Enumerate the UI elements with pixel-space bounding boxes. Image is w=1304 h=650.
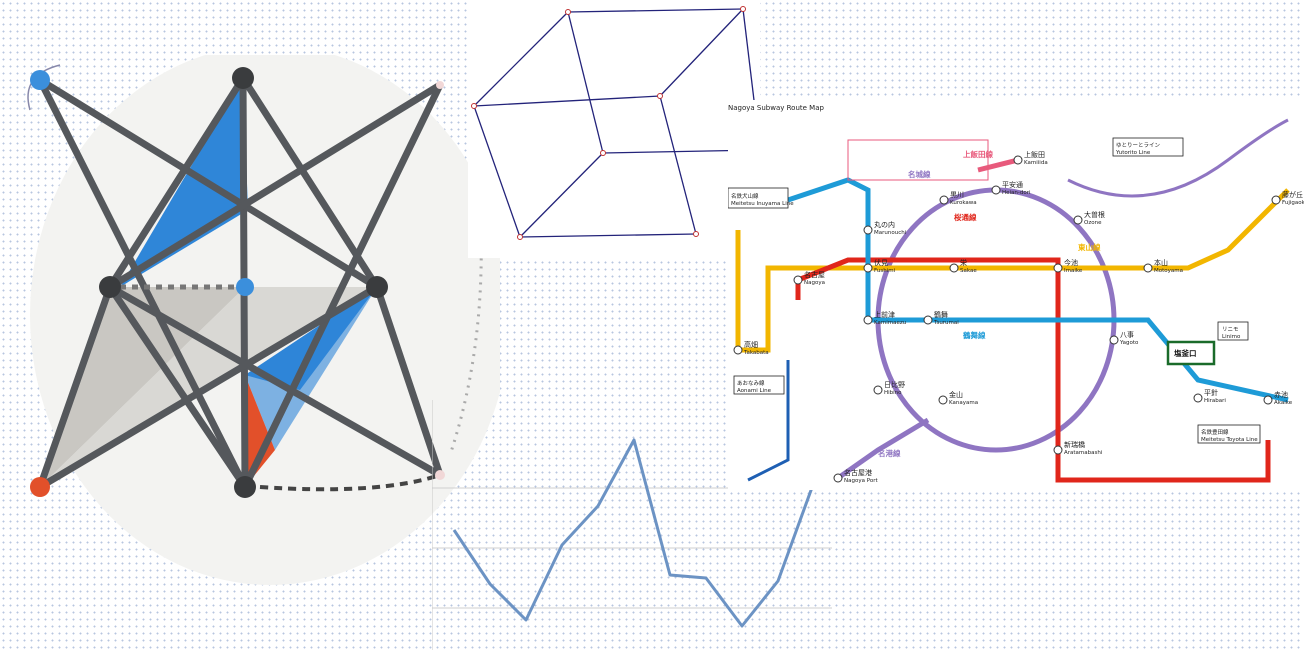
- station-label-heiandori: 平安通: [1002, 180, 1023, 189]
- station-en-kamimaezu: Kamimaezu: [874, 320, 906, 326]
- station-label-takabata: 高畑: [744, 340, 758, 349]
- vertex-bottom: [234, 476, 256, 498]
- station-en-akaike: Akaike: [1274, 400, 1293, 406]
- higashiyama-line-label: 東山線: [1078, 242, 1101, 252]
- station-label-marunouchi: 丸の内: [874, 220, 895, 229]
- station-marker-aratamabashi[interactable]: [1054, 446, 1062, 454]
- station-label-fushimi: 伏見: [874, 258, 888, 267]
- station-marker-kamiiida[interactable]: [1014, 156, 1022, 164]
- wireframe-cube: [468, 0, 760, 258]
- station-en-yagoto: Yagoto: [1119, 340, 1139, 346]
- linimo-label: リニモ: [1222, 326, 1239, 333]
- highlighted-station-label: 塩釜口: [1174, 348, 1197, 358]
- linimo-en: Linimo: [1222, 334, 1241, 340]
- station-en-nagoya: Nagoya: [804, 280, 825, 286]
- station-en-fushimi: Fushimi: [874, 268, 896, 274]
- station-label-sakae: 栄: [960, 258, 967, 267]
- station-en-tsurumai: Tsurumai: [933, 320, 959, 326]
- station-marker-motoyama[interactable]: [1144, 264, 1152, 272]
- station-label-imaike: 今池: [1064, 258, 1078, 267]
- station-marker-kanayama[interactable]: [939, 396, 947, 404]
- station-label-tsurumai: 鶴舞: [934, 310, 948, 319]
- vertex-blue-center: [236, 278, 254, 296]
- station-label-ozone: 大曽根: [1084, 210, 1105, 219]
- subway-route-map: Nagoya Subway Route Map 上飯田線 名城線 桜通線 東山線…: [728, 100, 1304, 490]
- station-en-kurokawa: Kurokawa: [950, 200, 977, 206]
- meitetsu-inuyama-label: 名鉄犬山線: [731, 192, 759, 200]
- cube-edges: [474, 9, 760, 237]
- station-en-hibino: Hibino: [884, 390, 902, 396]
- station-marker-kurokawa[interactable]: [940, 196, 948, 204]
- vertex-left: [99, 276, 121, 298]
- meitetsu-inuyama-en: Meitetsu Inuyama Line: [731, 201, 794, 207]
- vertex-faint-top-right: [436, 81, 444, 89]
- station-marker-takabata[interactable]: [734, 346, 742, 354]
- station-en-motoyama: Motoyama: [1154, 268, 1183, 274]
- station-marker-yagoto[interactable]: [1110, 336, 1118, 344]
- meijo-line-label: 名城線: [908, 169, 931, 179]
- cube-vertices: [472, 7, 746, 240]
- station-marker-kamimaezu[interactable]: [864, 316, 872, 324]
- kamiiida-line-label: 上飯田線: [963, 149, 993, 159]
- station-label-nagoya: 名古屋: [804, 270, 825, 279]
- station-en-aratamabashi: Aratamabashi: [1064, 450, 1103, 456]
- station-en-kamiiida: Kamiiida: [1024, 160, 1048, 166]
- station-marker-sakae[interactable]: [950, 264, 958, 272]
- station-en-hirabari: Hirabari: [1204, 398, 1226, 404]
- meitetsu-toyota-label: 名鉄豊田線: [1201, 428, 1229, 436]
- station-en-sakae: Sakae: [960, 268, 977, 274]
- geometry-diagram: [0, 55, 500, 615]
- map-title-fragment: Nagoya Subway Route Map: [728, 104, 824, 112]
- station-marker-akaike[interactable]: [1264, 396, 1272, 404]
- station-marker-fushimi[interactable]: [864, 264, 872, 272]
- station-label-kamimaezu: 上前津: [874, 310, 895, 319]
- station-label-hirabari: 平針: [1204, 388, 1218, 397]
- vertex-blue-top-left: [30, 70, 50, 90]
- station-en-imaike: Imaike: [1064, 268, 1083, 274]
- meiko-line-label: 名港線: [878, 448, 901, 458]
- station-en-nagoyako: Nagoya Port: [844, 478, 878, 484]
- station-marker-hirabari[interactable]: [1194, 394, 1202, 402]
- station-marker-nagoya[interactable]: [794, 276, 802, 284]
- vertex-red-bottom-left: [30, 477, 50, 497]
- vertex-right: [366, 276, 388, 298]
- station-label-aratamabashi: 新瑞橋: [1064, 440, 1085, 449]
- station-label-nagoyako: 名古屋港: [844, 468, 872, 477]
- aonami-en: Aonami Line: [737, 388, 772, 394]
- station-marker-marunouchi[interactable]: [864, 226, 872, 234]
- yutorito-label: ゆとりーとライン: [1116, 142, 1161, 149]
- station-marker-heiandori[interactable]: [992, 186, 1000, 194]
- station-label-kamiiida: 上飯田: [1024, 150, 1045, 159]
- meitetsu-toyota-en: Meitetsu Toyota Line: [1201, 437, 1258, 443]
- station-marker-imaike[interactable]: [1054, 264, 1062, 272]
- station-marker-ozone[interactable]: [1074, 216, 1082, 224]
- station-label-hibino: 日比野: [884, 380, 905, 389]
- station-marker-tsurumai[interactable]: [924, 316, 932, 324]
- station-en-heiandori: Heian-dori: [1002, 190, 1031, 196]
- yutorito-en: Yutorito Line: [1115, 150, 1151, 156]
- station-en-kanayama: Kanayama: [949, 400, 978, 406]
- station-en-fujigaoka: Fujigaoka: [1282, 200, 1304, 206]
- sakuradori-line-label: 桜通線: [954, 212, 977, 222]
- station-en-ozone: Ozone: [1084, 220, 1102, 226]
- station-marker-hibino[interactable]: [874, 386, 882, 394]
- vertex-top: [232, 67, 254, 89]
- station-label-akaike: 赤池: [1274, 390, 1288, 399]
- station-en-marunouchi: Marunouchi: [874, 230, 907, 236]
- station-marker-fujigaoka[interactable]: [1272, 196, 1280, 204]
- aonami-label: あおなみ線: [737, 379, 765, 387]
- tsurumai-line-label: 鶴舞線: [963, 330, 986, 340]
- station-label-yagoto: 八事: [1120, 330, 1134, 339]
- station-en-takabata: Takabata: [743, 350, 769, 356]
- station-label-motoyama: 本山: [1154, 258, 1168, 267]
- station-label-kurokawa: 黒川: [950, 191, 964, 199]
- station-label-kanayama: 金山: [949, 390, 963, 399]
- station-marker-nagoyako[interactable]: [834, 474, 842, 482]
- station-label-fujigaoka: 藤が丘: [1282, 190, 1303, 199]
